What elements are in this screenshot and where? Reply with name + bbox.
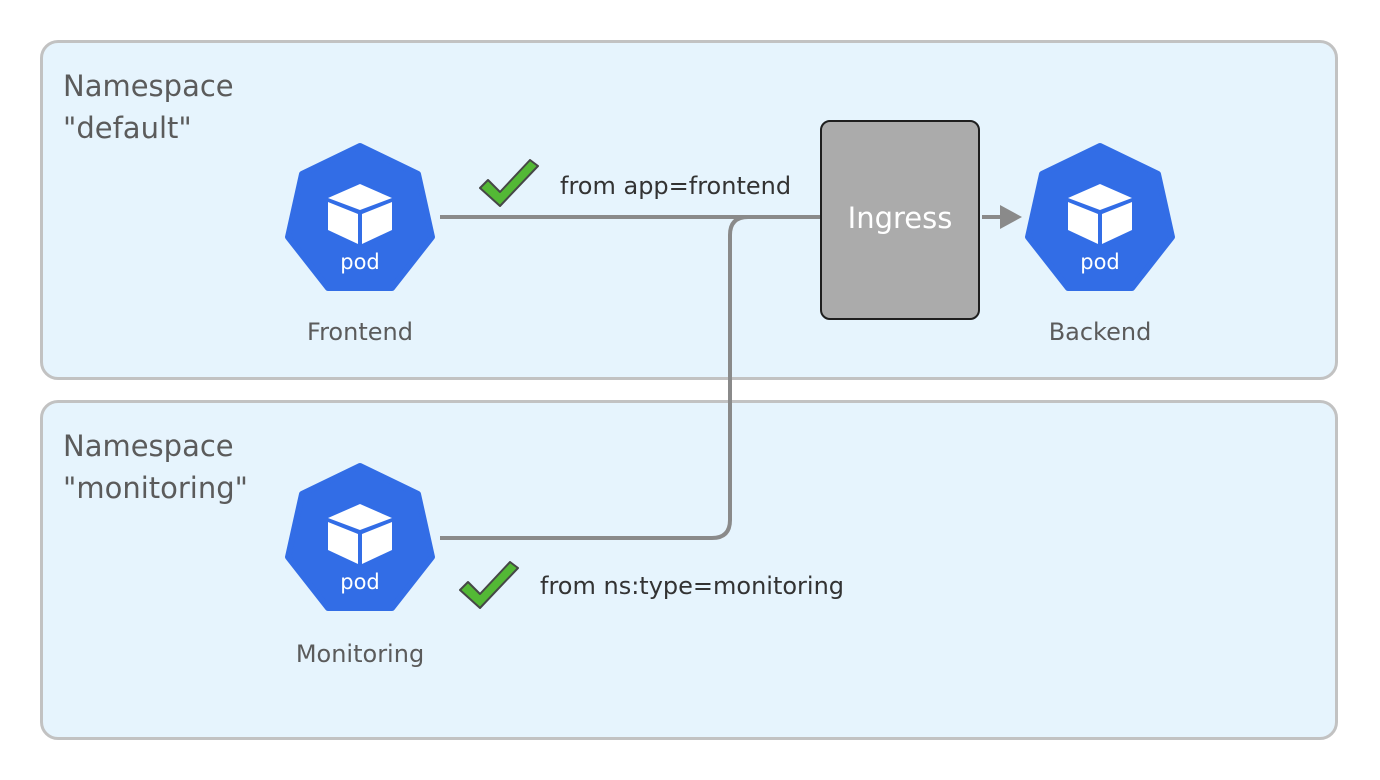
namespace-monitoring-label: Namespace <box>63 429 234 463</box>
cube-icon <box>328 184 392 244</box>
namespace-default-title: Namespace "default" <box>63 65 234 149</box>
namespace-monitoring-box: Namespace "monitoring" <box>40 400 1338 740</box>
namespace-default-name: "default" <box>63 111 192 145</box>
ingress-label: Ingress <box>847 201 953 235</box>
frontend-pod-name: Frontend <box>307 318 413 346</box>
cube-icon <box>1068 184 1132 244</box>
backend-pod-name: Backend <box>1048 318 1152 346</box>
ingress-box: Ingress <box>820 120 980 320</box>
pod-heptagon-icon <box>285 463 435 611</box>
monitoring-rule-text: from ns:type=monitoring <box>540 572 845 600</box>
pod-heptagon-icon <box>1025 143 1175 291</box>
monitoring-connector <box>440 215 820 540</box>
cube-icon <box>328 504 392 564</box>
pod-heptagon-icon <box>285 143 435 291</box>
monitoring-pod-name: Monitoring <box>295 640 425 668</box>
namespace-default-label: Namespace <box>63 69 234 103</box>
frontend-pod-badge: pod <box>340 250 380 274</box>
namespace-monitoring-name: "monitoring" <box>63 471 248 505</box>
monitoring-pod: pod <box>280 460 440 620</box>
check-icon <box>459 561 519 609</box>
frontend-pod: pod <box>280 140 440 300</box>
arrowhead-icon <box>1000 205 1022 229</box>
backend-pod: pod <box>1020 140 1180 300</box>
monitoring-pod-badge: pod <box>340 570 380 594</box>
namespace-monitoring-title: Namespace "monitoring" <box>63 425 248 509</box>
check-icon <box>479 159 539 207</box>
frontend-rule-text: from app=frontend <box>560 172 792 200</box>
backend-pod-badge: pod <box>1080 250 1120 274</box>
